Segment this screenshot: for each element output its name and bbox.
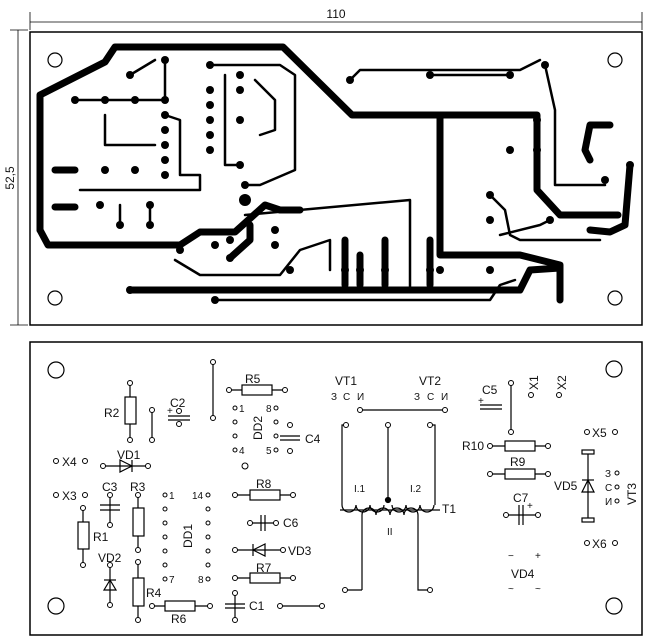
vt1-gate: З [331,392,337,403]
label-r1: R1 [93,530,109,544]
label-vd4: VD4 [511,567,535,581]
label-x1: X1 [527,375,541,390]
winding-ii-label: II [387,527,393,538]
label-vd1: VD1 [117,448,141,462]
label-vd5: VD5 [554,479,578,493]
pin-dd1-8: 8 [198,575,204,586]
vt2-gate: З [414,392,420,403]
label-r3: R3 [130,480,146,494]
label-vd3: VD3 [288,544,312,558]
dimension-height: 52,5 [3,29,28,326]
label-c1: C1 [249,599,265,613]
label-x5: X5 [592,426,607,440]
label-vd2: VD2 [98,551,122,565]
dimension-height-label: 52,5 [3,166,17,190]
label-c6: C6 [283,516,299,530]
label-vt2: VT2 [419,374,441,388]
label-c5: C5 [482,383,498,397]
vd4-ac1: ~ [508,584,514,595]
mounting-holes [47,360,623,615]
c5-plus: + [478,396,484,407]
vt3-source: С [605,483,612,494]
label-r6: R6 [171,612,187,626]
pin-dd1-7: 7 [169,575,175,586]
vt2-drain: И [441,392,448,403]
pin-dd2-4: 4 [239,446,245,457]
dimension-width-label: 110 [326,7,345,21]
label-r10: R10 [462,439,484,453]
label-r9: R9 [510,455,526,469]
label-r2: R2 [104,406,120,420]
label-r8: R8 [256,477,272,491]
label-dd1: DD1 [181,524,195,548]
label-x6: X6 [592,537,607,551]
pin-dd1-14: 14 [192,491,204,502]
pin-dd2-8: 8 [266,404,272,415]
component-side: R2 C2 R5 C4 DD2 VD1 X4 X3 C3 R3 R1 VD2 R… [29,341,643,636]
component-pads [53,359,620,623]
label-vt1: VT1 [335,374,357,388]
label-x3: X3 [62,489,77,503]
c2-plus: + [167,406,173,417]
label-x2: X2 [555,375,569,390]
vd4-ac2: ~ [535,584,541,595]
label-c4: C4 [305,432,321,446]
winding-i1-label: I.1 [354,484,366,495]
vd4-minus: − [508,551,514,562]
vt1-source: С [343,392,350,403]
pin-dd1-1: 1 [169,491,175,502]
label-c3: C3 [102,480,118,494]
vt2-source: С [427,392,434,403]
vt3-gate: З [605,469,611,480]
winding-i2-label: I.2 [410,484,422,495]
pin-dd2-5: 5 [266,446,272,457]
label-x4: X4 [62,455,77,469]
vt1-drain: И [357,392,364,403]
label-r5: R5 [245,372,261,386]
dimension-width: 110 [29,7,643,30]
vt3-drain: И [605,497,612,508]
vd4-plus: + [535,551,541,562]
pin-dd2-1: 1 [239,404,245,415]
label-c2: C2 [170,396,186,410]
top-pads [47,52,634,306]
label-r4: R4 [146,586,162,600]
label-t1: T1 [442,502,456,516]
copper-side [29,31,643,326]
label-vt3: VT3 [625,483,639,505]
label-c7: C7 [513,491,529,505]
c7-plus: + [527,501,533,512]
label-dd2: DD2 [251,416,265,440]
label-r7: R7 [256,561,272,575]
